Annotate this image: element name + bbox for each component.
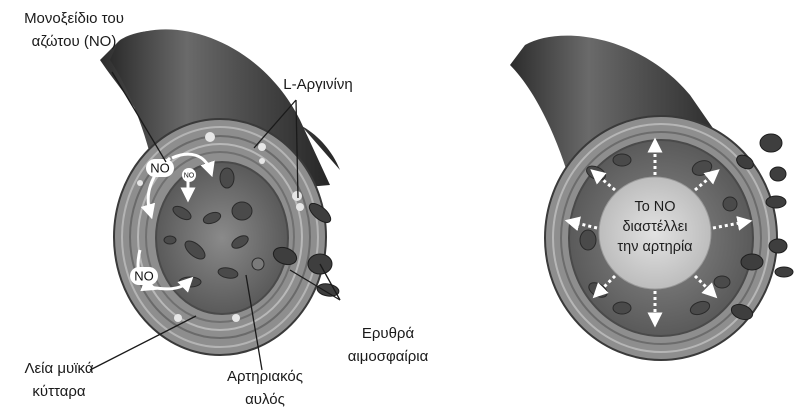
label-nitric-oxide-line2: αζώτου (NO) (32, 33, 117, 50)
svg-text:NO: NO (150, 161, 170, 176)
dilation-text-line1: Το NO (634, 199, 675, 215)
label-smooth-muscle-line2: κύτταρα (32, 383, 86, 400)
no-tag-small: NO (182, 168, 196, 182)
svg-text:NO: NO (134, 269, 154, 284)
label-red-blood-cells-line2: αιμοσφαίρια (348, 348, 429, 365)
label-arterial-lumen-line1: Αρτηριακός (227, 368, 303, 385)
dilation-text-line2: διαστέλλει (622, 219, 687, 235)
svg-text:NO: NO (184, 173, 195, 180)
label-arterial-lumen-line2: αυλός (245, 391, 285, 408)
dilation-text-line3: την αρτηρία (617, 239, 692, 255)
right-artery: Το NO διαστέλλει την αρτηρία (510, 36, 793, 360)
label-smooth-muscle-line1: Λεία μυϊκά (24, 360, 93, 377)
label-nitric-oxide-line1: Μονοξείδιο του (24, 10, 124, 27)
label-l-arginine: L-Αργινίνη (283, 76, 352, 93)
label-red-blood-cells-line1: Ερυθρά (362, 325, 415, 342)
no-tag-2: NO (130, 267, 158, 285)
no-tag-1: NO (146, 159, 174, 177)
